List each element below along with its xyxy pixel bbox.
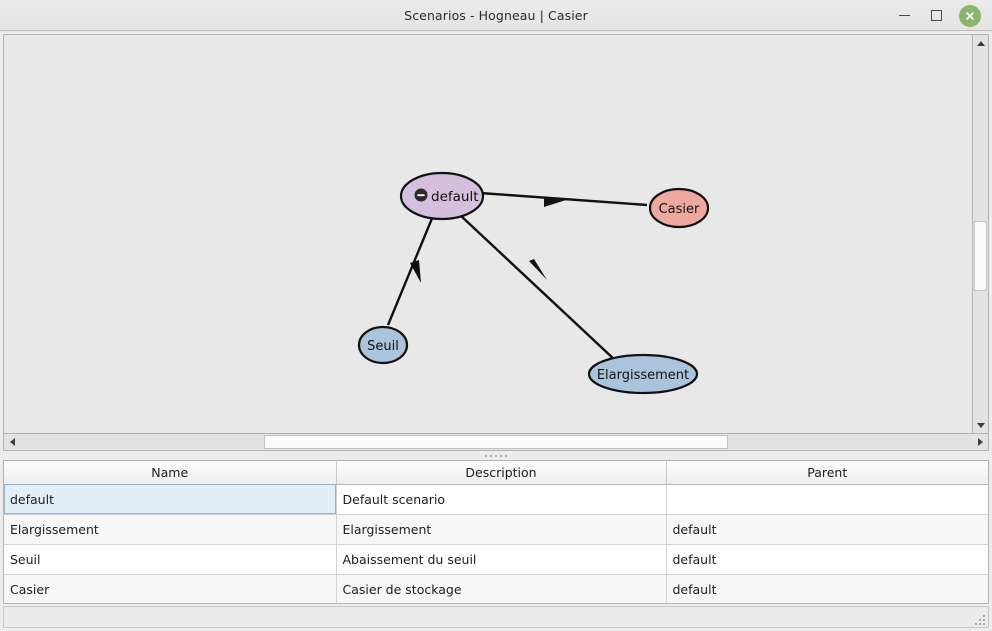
resize-grip-icon[interactable] [972, 612, 985, 625]
splitter-dot [490, 454, 492, 457]
graph-svg: default Casier Seuil [357, 171, 710, 395]
column-header-description[interactable]: Description [336, 461, 667, 485]
table-row[interactable]: Casier Casier de stockage default [4, 574, 988, 603]
column-header-parent[interactable]: Parent [666, 461, 988, 485]
graph-horizontal-scrollbar[interactable] [3, 434, 989, 451]
window-controls [888, 0, 984, 31]
graph-node-default[interactable]: default [399, 171, 485, 221]
chevron-down-icon [976, 422, 985, 428]
splitter-dot [495, 454, 497, 457]
titlebar: Scenarios - Hogneau | Casier [0, 0, 992, 31]
scenarios-table: Name Description Parent default Default … [4, 461, 988, 603]
graph-node-label: Casier [659, 202, 700, 217]
window-body: default Casier Seuil [0, 31, 992, 604]
edge-default-seuil [386, 215, 435, 326]
maximize-button[interactable] [920, 0, 952, 31]
cell-name[interactable]: Casier [4, 574, 337, 603]
cell-name[interactable]: default [4, 484, 337, 515]
cell-parent[interactable] [666, 484, 988, 515]
close-button[interactable] [952, 0, 984, 31]
horizontal-scroll-track[interactable] [20, 434, 972, 450]
graph-node-elargissement[interactable]: Elargissement [587, 353, 699, 395]
graph-node-label: Seuil [367, 339, 399, 354]
table-header-row: Name Description Parent [4, 461, 988, 485]
minus-circle-icon[interactable] [414, 188, 428, 202]
scenarios-table-pane: Name Description Parent default Default … [3, 460, 989, 604]
minimize-icon [898, 15, 910, 16]
cell-name[interactable]: Seuil [4, 544, 337, 575]
cell-parent[interactable]: default [666, 574, 988, 603]
graph-node-label: default [431, 189, 479, 205]
statusbar [3, 606, 989, 628]
minimize-button[interactable] [888, 0, 920, 31]
scroll-down-button[interactable] [973, 417, 988, 433]
cell-parent[interactable]: default [666, 544, 988, 575]
scenario-graph-canvas[interactable]: default Casier Seuil [3, 34, 972, 434]
splitter-dot [500, 454, 502, 457]
table-row[interactable]: default Default scenario [4, 484, 988, 515]
graph-nodes: default Casier Seuil [357, 171, 710, 395]
scroll-right-button[interactable] [972, 434, 988, 450]
graph-edges [386, 191, 648, 362]
graph-node-label: Elargissement [597, 368, 689, 383]
chevron-left-icon [9, 438, 15, 446]
scroll-up-button[interactable] [973, 35, 988, 51]
graph-node-casier[interactable]: Casier [648, 187, 710, 229]
vertical-scroll-track[interactable] [973, 51, 988, 417]
chevron-right-icon [977, 438, 983, 446]
edge-default-casier [479, 191, 648, 207]
edge-default-elargissement [459, 214, 617, 362]
splitter-dot [485, 454, 487, 457]
horizontal-scroll-thumb[interactable] [264, 435, 728, 449]
vertical-scroll-thumb[interactable] [974, 221, 987, 291]
column-header-name[interactable]: Name [4, 461, 337, 485]
cell-description[interactable]: Elargissement [336, 514, 667, 545]
scroll-left-button[interactable] [4, 434, 20, 450]
chevron-up-icon [976, 40, 985, 46]
cell-name[interactable]: Elargissement [4, 514, 337, 545]
splitter-dot [505, 454, 507, 457]
cell-parent[interactable]: default [666, 514, 988, 545]
graph-vertical-scrollbar[interactable] [972, 34, 989, 434]
cell-description[interactable]: Default scenario [336, 484, 667, 515]
graph-node-seuil[interactable]: Seuil [357, 325, 409, 365]
maximize-icon [930, 10, 942, 21]
cell-description[interactable]: Casier de stockage [336, 574, 667, 603]
scenario-graph-pane: default Casier Seuil [3, 34, 989, 434]
table-row[interactable]: Elargissement Elargissement default [4, 514, 988, 545]
pane-splitter[interactable] [3, 451, 989, 460]
cell-description[interactable]: Abaissement du seuil [336, 544, 667, 575]
table-row[interactable]: Seuil Abaissement du seuil default [4, 544, 988, 575]
window-title: Scenarios - Hogneau | Casier [404, 7, 588, 23]
close-icon [958, 4, 981, 27]
